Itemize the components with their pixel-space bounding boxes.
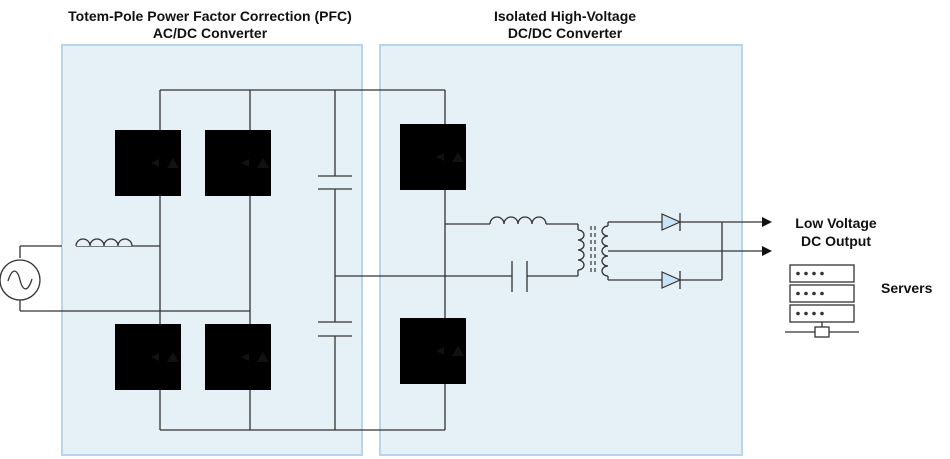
output-label-line1: Low Voltage — [795, 215, 877, 231]
pfc-title-line2: AC/DC Converter — [152, 25, 268, 41]
pfc-block — [61, 44, 363, 456]
pfc-inductor — [62, 238, 133, 248]
resonant-capacitor — [511, 261, 528, 292]
output-arrow-positive — [762, 217, 772, 227]
dcdc-switch-high — [400, 124, 466, 190]
dcdc-wiring — [444, 90, 579, 430]
dcdc-switch-low — [400, 318, 466, 384]
ac-source — [0, 245, 250, 312]
output-label: Low Voltage DC Output — [781, 214, 891, 250]
dcdc-block — [379, 44, 743, 456]
resonant-inductor — [489, 216, 547, 225]
pfc-switch-q1 — [115, 130, 181, 196]
pfc-switch-q4 — [205, 324, 271, 390]
pfc-switch-q2 — [205, 130, 271, 196]
pfc-switch-q3 — [115, 324, 181, 390]
servers-label: Servers — [881, 280, 933, 296]
pfc-title: Totem-Pole Power Factor Correction (PFC)… — [20, 8, 400, 42]
output-label-line2: DC Output — [801, 233, 871, 249]
output-arrow-return — [762, 246, 772, 256]
servers-icon — [785, 264, 859, 338]
bulk-capacitors — [318, 90, 445, 430]
pfc-wiring — [159, 89, 445, 431]
dcdc-title: Isolated High-Voltage DC/DC Converter — [460, 8, 670, 42]
dcdc-title-line1: Isolated High-Voltage — [493, 8, 637, 24]
output-rectifier — [608, 213, 762, 289]
dcdc-title-line2: DC/DC Converter — [507, 25, 623, 41]
transformer — [577, 222, 762, 280]
pfc-title-line1: Totem-Pole Power Factor Correction (PFC) — [68, 8, 352, 24]
